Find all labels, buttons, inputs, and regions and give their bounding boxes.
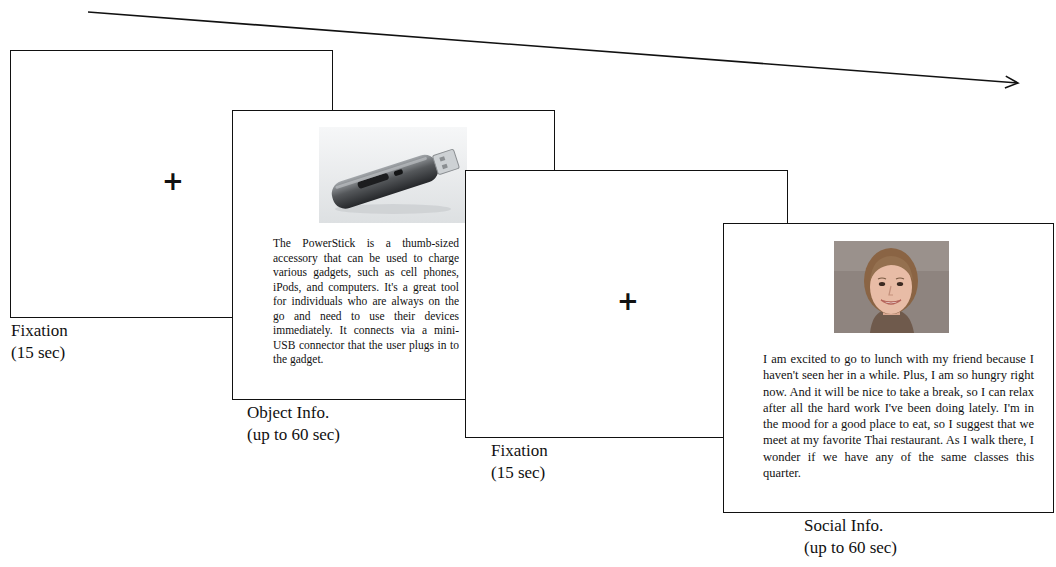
usb-stick-photo bbox=[319, 127, 467, 223]
fixation-cross: + bbox=[617, 288, 639, 314]
stimulus-text: I am excited to go to lunch with my frie… bbox=[763, 351, 1034, 481]
screen-label: Object Info. (up to 60 sec) bbox=[247, 402, 351, 446]
screen-label: Social Info. (up to 60 sec) bbox=[804, 515, 908, 559]
time-arrow-head bbox=[1005, 76, 1018, 88]
screen-label: Fixation (15 sec) bbox=[491, 440, 561, 484]
stimulus-text: The PowerStick is a thumb-sized accessor… bbox=[273, 236, 459, 367]
stimulus-screen: I am excited to go to lunch with my frie… bbox=[723, 223, 1054, 513]
fixation-cross: + bbox=[162, 168, 184, 194]
face-photo bbox=[834, 241, 949, 333]
screen-label: Fixation (15 sec) bbox=[11, 320, 81, 364]
